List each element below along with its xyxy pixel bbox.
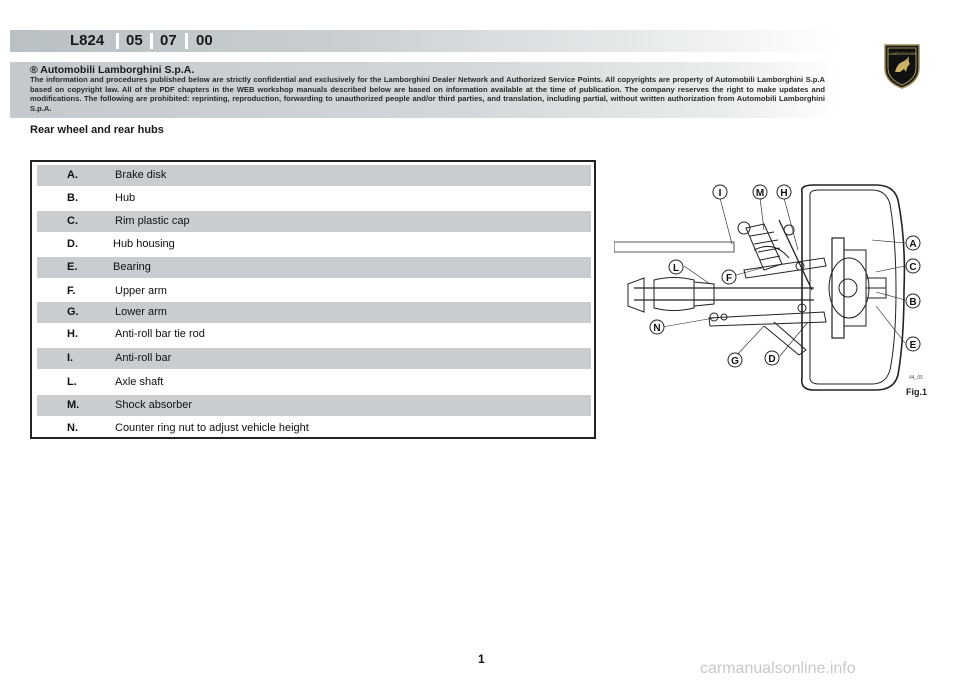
logo-wordmark: LAMBORGHINI (888, 51, 916, 56)
rear-suspension-diagram: I M H A C L F B N E G D (614, 184, 921, 391)
callout-letter: C (909, 262, 916, 273)
copyright-band (10, 62, 840, 118)
legend-description: Rim plastic cap (115, 215, 190, 227)
legend-description: Counter ring nut to adjust vehicle heigh… (115, 422, 309, 434)
callout-letter: G (731, 356, 739, 367)
callout-letter: E (910, 340, 917, 351)
callout-letter: L (673, 263, 679, 274)
callout-E: E (905, 336, 921, 352)
site-watermark: carmanualsonline.info (700, 660, 856, 677)
legend-description: Brake disk (115, 169, 167, 181)
section-title: Rear wheel and rear hubs (30, 124, 164, 136)
legend-description: Anti-roll bar tie rod (115, 328, 205, 340)
header-band (10, 30, 840, 52)
legend-row: D. Hub housing (37, 234, 591, 255)
figure-label: Fig.1 (906, 387, 928, 397)
legend-row: L. Axle shaft (37, 372, 591, 393)
legend-description: Shock absorber (115, 399, 193, 411)
callout-letter: H (780, 188, 787, 199)
legend-letter: B. (67, 192, 78, 204)
code-separator (185, 33, 188, 49)
callout-letter: D (768, 354, 775, 365)
doc-code-model: L824 (70, 32, 105, 49)
doc-code-group: 05 (126, 32, 143, 49)
legend-row: G. Lower arm (37, 302, 591, 323)
legend-row: F. Upper arm (37, 281, 591, 302)
legend-description: Hub (115, 192, 136, 204)
legend-row: M. Shock absorber (37, 395, 591, 416)
legend-letter: C. (67, 215, 78, 227)
callout-C: C (905, 258, 921, 274)
legend-row: N. Counter ring nut to adjust vehicle he… (37, 418, 591, 439)
legend-letter: L. (67, 376, 77, 388)
legend-letter: D. (67, 238, 78, 250)
doc-code-subgroup: 07 (160, 32, 177, 49)
legend-letter: I. (67, 352, 74, 364)
legend-row: I. Anti-roll bar (37, 348, 591, 369)
legend-row: C. Rim plastic cap (37, 211, 591, 232)
callout-letter: N (653, 323, 660, 334)
callout-M: M (752, 184, 768, 200)
legend-letter: N. (67, 422, 78, 434)
callout-F: F (721, 269, 737, 285)
callout-D: D (764, 350, 780, 366)
legend-letter: F. (67, 285, 76, 297)
legend-letter: E. (67, 261, 78, 273)
callout-N: N (649, 319, 665, 335)
legend-row: A. Brake disk (37, 165, 591, 186)
parts-legend-table: A. Brake disk B. Hub C. Rim plastic cap … (30, 160, 596, 439)
callout-L: L (668, 259, 684, 275)
copyright-disclaimer: The information and procedures published… (30, 75, 825, 113)
code-separator (116, 33, 119, 49)
legend-description: Bearing (113, 261, 151, 273)
legend-description: Lower arm (115, 306, 167, 318)
legend-row: H. Anti-roll bar tie rod (37, 324, 591, 345)
callout-letter: A (909, 239, 916, 250)
callout-letter: B (909, 297, 916, 308)
code-separator (150, 33, 153, 49)
legend-letter: H. (67, 328, 78, 340)
legend-letter: A. (67, 169, 78, 181)
legend-description: Anti-roll bar (115, 352, 172, 364)
legend-letter: M. (67, 399, 80, 411)
callout-G: G (727, 352, 743, 368)
legend-row: B. Hub (37, 188, 591, 209)
legend-letter: G. (67, 306, 79, 318)
doc-code-section: 00 (196, 32, 213, 49)
legend-description: Upper arm (115, 285, 167, 297)
figure-reference-code: 44_05 (909, 375, 923, 381)
legend-row: E. Bearing (37, 257, 591, 278)
company-name: ® Automobili Lamborghini S.p.A. (30, 64, 195, 76)
legend-description: Hub housing (113, 238, 175, 250)
callout-letter: F (726, 273, 732, 284)
legend-description: Axle shaft (115, 376, 164, 388)
callout-H: H (776, 184, 792, 200)
callout-letter: M (756, 188, 764, 199)
callout-I: I (712, 184, 728, 200)
lamborghini-bull-shield-icon: LAMBORGHINI (884, 44, 920, 89)
callout-B: B (905, 293, 921, 309)
callout-A: A (905, 235, 921, 251)
page-number: 1 (478, 652, 485, 666)
callout-letter: I (719, 188, 722, 199)
